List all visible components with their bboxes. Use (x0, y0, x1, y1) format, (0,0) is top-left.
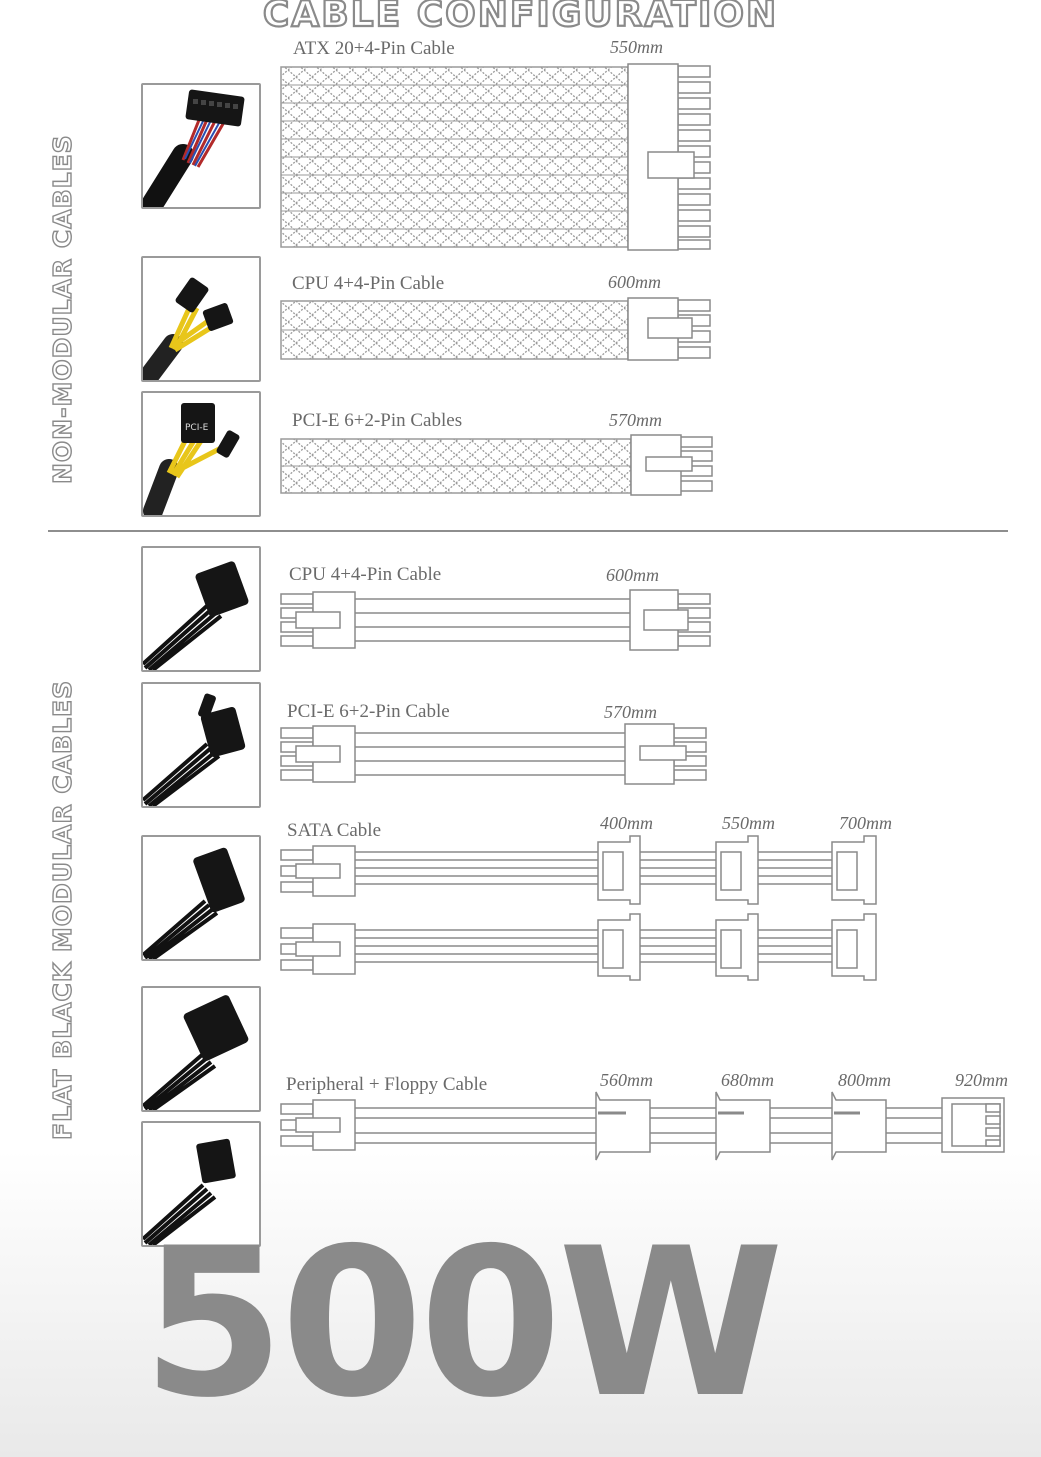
peripheral-cable-label: Peripheral + Floppy Cable (286, 1074, 488, 1095)
peripheral-cable-drawing (280, 1091, 1005, 1161)
cpu-connector-photo (141, 256, 261, 382)
modular-cpu-photo (141, 546, 261, 672)
cpu-modular-length: 600mm (606, 565, 659, 585)
sata-cable-label: SATA Cable (287, 820, 382, 841)
cable-diagram (280, 63, 1005, 1161)
modular-pcie-photo (141, 682, 261, 808)
sata-length-1: 400mm (600, 813, 653, 833)
floppy-connector-photo (141, 1121, 261, 1247)
pcie-modular-length: 570mm (604, 702, 657, 722)
atx-cable-drawing (280, 63, 711, 251)
pcie-photo-text: PCI-E (185, 423, 209, 433)
sata-length-3: 700mm (839, 813, 892, 833)
cpu-nonmodular-label: CPU 4+4-Pin Cable (292, 273, 445, 294)
section-divider (48, 530, 1008, 532)
cpu-nonmodular-drawing (280, 297, 711, 361)
sata-cable-drawing-2 (280, 913, 877, 981)
cpu-nonmodular-length: 600mm (608, 272, 661, 292)
sata-cable-drawing-1 (280, 835, 877, 905)
cpu-modular-drawing (280, 589, 711, 651)
pcie-nonmodular-length: 570mm (609, 410, 662, 430)
peripheral-length-4: 920mm (955, 1070, 1008, 1090)
peripheral-length-1: 560mm (600, 1070, 653, 1090)
atx-connector-photo (141, 83, 261, 209)
pcie-nonmodular-drawing (280, 434, 713, 496)
pcie-nonmodular-label: PCI-E 6+2-Pin Cables (292, 410, 463, 431)
sata-length-2: 550mm (722, 813, 775, 833)
wattage-heading: 500W (142, 1205, 784, 1443)
pcie-modular-drawing (280, 723, 707, 785)
sata-connector-photo (141, 835, 261, 961)
atx-cable-length: 550mm (610, 37, 663, 57)
page-title: CABLE CONFIGURATION (262, 0, 779, 36)
cpu-modular-label: CPU 4+4-Pin Cable (289, 564, 442, 585)
peripheral-length-2: 680mm (721, 1070, 774, 1090)
pcie-connector-photo: PCI-E (141, 391, 261, 517)
pcie-modular-label: PCI-E 6+2-Pin Cable (287, 701, 450, 722)
molex-connector-photo (141, 986, 261, 1112)
atx-cable-label: ATX 20+4-Pin Cable (293, 38, 455, 59)
peripheral-length-3: 800mm (838, 1070, 891, 1090)
